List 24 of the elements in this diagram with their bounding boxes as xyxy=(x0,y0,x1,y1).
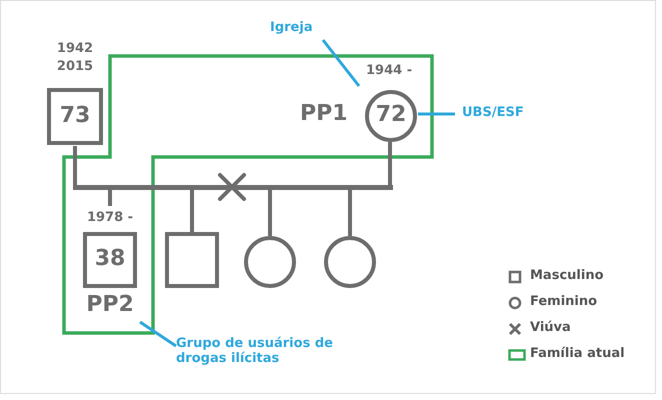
network-label: UBS/ESF xyxy=(462,105,524,120)
family-line xyxy=(190,190,194,232)
legend-label: Viúva xyxy=(530,320,571,335)
leader-line xyxy=(139,320,177,348)
network-label: Igreja xyxy=(270,20,313,35)
family-line xyxy=(268,190,272,236)
network-label: Grupo de usuários de drogas ilícitas xyxy=(176,336,334,366)
date-label: 1944 - xyxy=(366,63,412,78)
date-label: 1978 - xyxy=(86,210,134,225)
person-label: PP1 xyxy=(300,101,348,126)
leader-line xyxy=(418,112,455,116)
legend-label: Feminino xyxy=(530,294,598,309)
family-line xyxy=(348,190,352,236)
date-label: 1942 2015 xyxy=(56,40,94,76)
family-line xyxy=(108,190,112,206)
legend-label: Família atual xyxy=(530,346,625,361)
family-line xyxy=(388,142,392,187)
age-label: 38 xyxy=(94,246,126,271)
age-label: 72 xyxy=(374,102,408,127)
age-label: 73 xyxy=(58,102,92,128)
person-label: PP2 xyxy=(85,292,135,317)
family-line xyxy=(73,146,77,187)
legend-label: Masculino xyxy=(530,268,604,283)
leader-line xyxy=(322,39,360,87)
